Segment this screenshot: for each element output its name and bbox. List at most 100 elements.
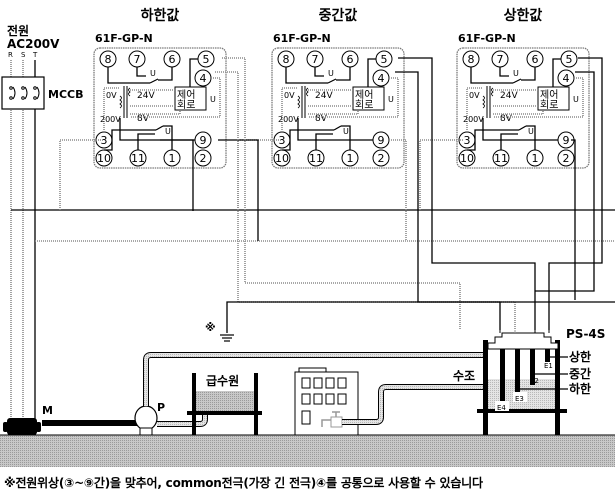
wire-relay1-pin3 — [59, 139, 103, 210]
wire-relay2-pin5 — [398, 57, 536, 330]
pin-8-label: 8 — [468, 53, 475, 66]
contact-u-label-bottom: U — [343, 127, 349, 136]
pump-icon — [134, 405, 158, 436]
pipe-supply-to-pump — [157, 411, 208, 427]
mccb-box — [1, 76, 45, 110]
pin-2-label: 2 — [200, 152, 207, 165]
ground-wire — [226, 301, 615, 333]
wire-relay1-pin9b — [218, 139, 259, 241]
pin-1-label: 1 — [347, 152, 354, 165]
relay-socket-box — [271, 47, 405, 169]
pin-10-label: 10 — [97, 152, 111, 165]
electrode-e2 — [530, 349, 535, 385]
control-circuit-label-2: 회로 — [540, 99, 558, 111]
tap-24v-label: 24V — [315, 91, 333, 101]
pin-11-label: 11 — [309, 152, 323, 165]
wire-relay3-pin3 — [419, 139, 463, 210]
pin-9-label: 9 — [563, 134, 570, 147]
motor-label: M — [42, 404, 53, 417]
pin-10-label: 10 — [275, 152, 289, 165]
tap-0v-label: 0V — [469, 91, 480, 100]
pipe-pump-to-tank — [143, 352, 488, 406]
wire-relay3-pin4 — [535, 71, 595, 292]
power-title: 전원 — [7, 23, 29, 38]
pin-2-label: 2 — [378, 152, 385, 165]
electrode-holder-model: PS-4S — [566, 327, 605, 341]
tap-24v-label: 24V — [137, 91, 155, 101]
electrode-e4-label: E4 — [497, 404, 506, 412]
tap-0v-label: 0V — [284, 91, 295, 100]
pin-5-label: 5 — [203, 53, 210, 66]
tank-label: 수조 — [453, 369, 475, 383]
relay-title: 하한값 — [141, 7, 180, 24]
pump-label: P — [157, 401, 165, 414]
power-voltage: AC200V — [7, 37, 60, 51]
tap-8v-label: 8V — [137, 114, 150, 124]
phase-s-label: S — [21, 51, 26, 59]
electrodes: E4 E3 E2 E1 — [495, 349, 568, 412]
motor-icon — [3, 418, 41, 435]
pin-2 — [194, 149, 212, 167]
mccb-label: MCCB — [48, 88, 83, 101]
pin-7-label: 7 — [312, 53, 319, 66]
phase-t-label: T — [32, 51, 38, 59]
pin-9-label: 9 — [378, 134, 385, 147]
pin-2 — [372, 149, 390, 167]
pin-2-label: 2 — [563, 152, 570, 165]
wire-relay3-pin5 — [548, 57, 603, 330]
level-middle-label: 중간 — [569, 366, 591, 381]
footer-note: ※전원위상(③~⑨간)을 맞추어, common전극(가장 긴 전극)④를 공통… — [4, 476, 483, 490]
pin-7-label: 7 — [497, 53, 504, 66]
electrode-e3 — [515, 349, 520, 401]
pin-9-label: 9 — [200, 134, 207, 147]
pipe-tank-to-building — [342, 384, 488, 425]
power-source: 전원 AC200V R S T MCCB — [1, 23, 83, 440]
control-u-label: U — [388, 95, 394, 104]
tap-8v-label: 8V — [315, 114, 328, 124]
contact-u-label-top: U — [150, 69, 156, 78]
pin-7-label: 7 — [134, 53, 141, 66]
relay-title: 중간값 — [319, 7, 358, 24]
contact-u-label-top: U — [513, 69, 519, 78]
wire-relay3-pin9 — [571, 139, 576, 300]
water-tank — [477, 340, 567, 435]
electrode-e2-label: E2 — [530, 377, 539, 385]
pin-3-label: 3 — [101, 134, 108, 147]
control-circuit-label-2: 회로 — [355, 99, 373, 111]
pin-5-label: 5 — [566, 53, 573, 66]
motor-shaft — [42, 420, 137, 426]
pin-6-label: 6 — [347, 53, 354, 66]
faucet-icon — [321, 411, 343, 428]
external-wiring: ※ — [11, 57, 615, 342]
relay-model: 61F-GP-N — [273, 32, 331, 45]
tap-200v-label: 200V — [278, 115, 299, 124]
ground-floor — [0, 435, 615, 467]
wire-relay2-pin9 — [391, 139, 407, 241]
pin-1-label: 1 — [532, 152, 539, 165]
relay-model: 61F-GP-N — [95, 32, 153, 45]
electrode-holder — [487, 330, 559, 350]
pin-4-label: 4 — [563, 72, 570, 85]
pin-1-label: 1 — [169, 152, 176, 165]
pin-6-label: 6 — [532, 53, 539, 66]
tap-200v-label: 200V — [463, 115, 484, 124]
control-circuit-label-1: 제어 — [540, 89, 558, 101]
relay-socket-box — [93, 47, 227, 169]
pin-8-label: 8 — [105, 53, 112, 66]
pin-4-label: 4 — [378, 72, 385, 85]
mccb-switch-icon — [9, 86, 40, 100]
control-circuit-label-1: 제어 — [355, 89, 373, 101]
tap-0v-label: 0V — [106, 91, 117, 100]
wire-relay1-pin9 — [160, 139, 194, 211]
control-circuit-label-2: 회로 — [177, 99, 195, 111]
relay-title: 상한값 — [504, 8, 543, 24]
tap-8v-label: 8V — [500, 114, 513, 124]
pin-10-label: 10 — [460, 152, 474, 165]
pin-8-label: 8 — [283, 53, 290, 66]
level-lower-label: 하한 — [569, 381, 591, 396]
pin-6-label: 6 — [169, 53, 176, 66]
electrode-e1 — [545, 349, 550, 362]
